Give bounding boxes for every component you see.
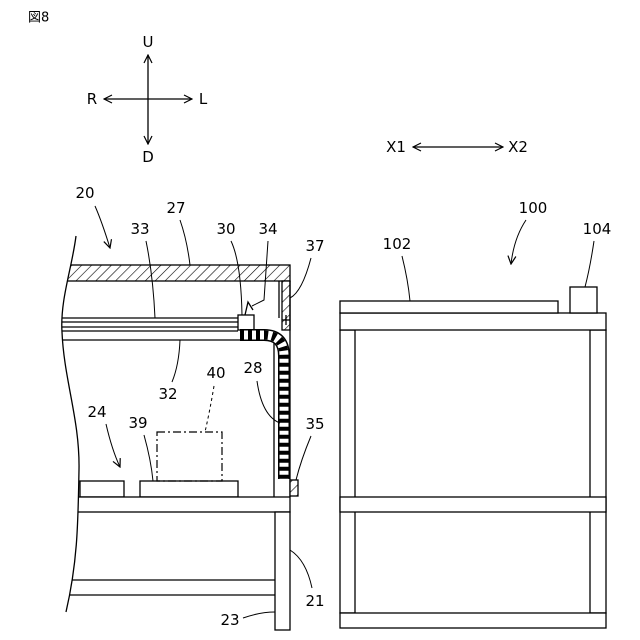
ref-lower-rail: 23 [220, 611, 239, 629]
ref-layer-lower: 32 [158, 385, 177, 403]
down-label: D [142, 148, 154, 166]
unit [80, 481, 124, 497]
leader-39 [144, 435, 153, 481]
leader-23 [243, 612, 275, 618]
ref-wall-part: 37 [305, 237, 324, 255]
cable-fill [240, 335, 284, 479]
leader-100 [511, 220, 526, 264]
ref-box: 104 [583, 220, 612, 238]
leader-27 [180, 220, 190, 265]
leader-35 [296, 436, 311, 480]
leader-40 [205, 386, 214, 432]
ref-top-panel: 27 [166, 199, 185, 217]
ref-left-device: 20 [75, 184, 94, 202]
ref-block: 35 [305, 415, 324, 433]
leader-20 [95, 206, 110, 248]
left-label: L [199, 90, 208, 108]
middle-shelf [340, 497, 606, 512]
break-line [62, 236, 79, 612]
component-dashed [157, 432, 222, 481]
connector [238, 315, 254, 330]
ref-layer-upper: 33 [130, 220, 149, 238]
direction-legend: U D R L [87, 33, 208, 166]
top-plate [340, 301, 558, 313]
cable-outline [240, 335, 284, 479]
leg [275, 512, 290, 630]
ref-unit: 24 [87, 403, 106, 421]
ref-top-plate: 102 [383, 235, 412, 253]
x-axis-legend: X1 X2 [386, 138, 528, 156]
leader-24 [106, 424, 120, 467]
ref-right-device: 100 [519, 199, 548, 217]
top-panel [40, 265, 290, 281]
right-label: R [87, 90, 97, 108]
leader-21 [290, 550, 312, 588]
leader-28 [257, 381, 280, 423]
figure-label: 図8 [28, 11, 49, 26]
left-post [340, 330, 355, 613]
ref-tab: 34 [258, 220, 277, 238]
ref-base: 39 [128, 414, 147, 432]
up-label: U [143, 33, 154, 51]
ref-connector: 30 [216, 220, 235, 238]
ref-component-dashed: 40 [206, 364, 225, 382]
bottom-shelf [340, 613, 606, 628]
x2-label: X2 [508, 138, 528, 156]
base [140, 481, 238, 497]
cable-stripes [240, 335, 284, 479]
tab [245, 302, 253, 315]
box-component [570, 287, 597, 313]
ref-cable: 28 [243, 359, 262, 377]
leader-37 [290, 258, 311, 298]
top-frame [340, 313, 606, 330]
x1-label: X1 [386, 138, 406, 156]
right-device [340, 287, 606, 628]
block [290, 480, 298, 496]
leader-104 [585, 241, 594, 287]
leader-102 [402, 256, 410, 301]
leader-32 [172, 340, 180, 382]
right-post [590, 330, 606, 613]
ref-leg: 21 [305, 592, 324, 610]
